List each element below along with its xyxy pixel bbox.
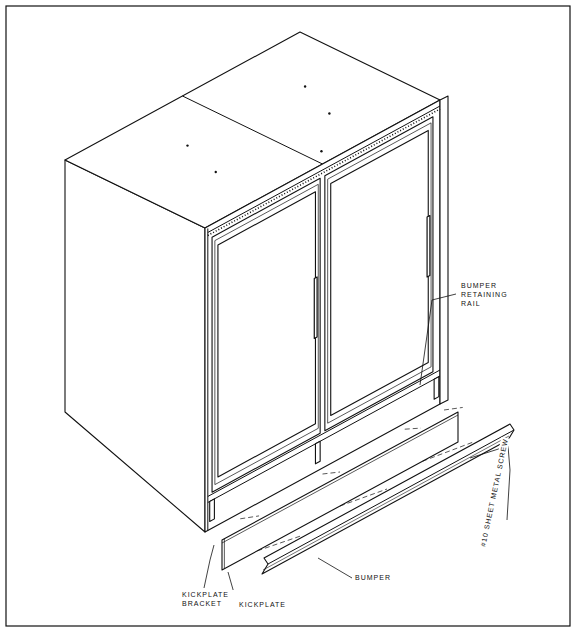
top-hole xyxy=(215,171,217,173)
top-seam xyxy=(183,96,323,164)
leader-line xyxy=(507,446,510,520)
door-frame xyxy=(212,178,320,492)
leader-line xyxy=(420,294,456,385)
top-hole xyxy=(328,112,330,114)
leg xyxy=(210,499,215,522)
leader-line xyxy=(204,545,214,588)
door-glass xyxy=(218,192,316,477)
door-frame xyxy=(325,117,433,431)
assembly-line xyxy=(240,516,259,519)
assembly-line xyxy=(257,536,301,551)
leg xyxy=(434,377,439,400)
right-post xyxy=(440,96,448,404)
bottom-rail xyxy=(208,370,440,496)
left-post-edge xyxy=(207,228,208,530)
bumper xyxy=(262,424,514,574)
top-hole xyxy=(186,144,188,146)
door-glass xyxy=(331,130,429,415)
bumper-ridge xyxy=(268,430,514,564)
top-hole xyxy=(320,150,322,152)
part-label: BUMPER xyxy=(354,573,416,582)
bumper-ridge xyxy=(263,436,509,570)
assembly-line xyxy=(340,489,387,506)
assembly-line xyxy=(444,407,463,410)
part-label: KICKPLATE BRACKET xyxy=(181,590,245,608)
top-hole xyxy=(304,85,306,87)
kickplate xyxy=(222,412,458,570)
door-handle xyxy=(314,277,317,339)
assembly-line xyxy=(405,428,421,429)
part-label: KICKPLATE xyxy=(238,600,310,609)
door-handle xyxy=(427,216,430,278)
leader-line xyxy=(318,558,352,578)
door-trim xyxy=(328,123,431,423)
page-frame xyxy=(6,6,570,626)
assembly-line xyxy=(423,442,474,461)
door-trim xyxy=(215,184,318,484)
assembly-line xyxy=(323,472,341,474)
leg xyxy=(315,441,320,464)
kickplate-flange xyxy=(224,539,225,569)
part-label: BUMPER RETAINING RAIL xyxy=(460,281,512,308)
